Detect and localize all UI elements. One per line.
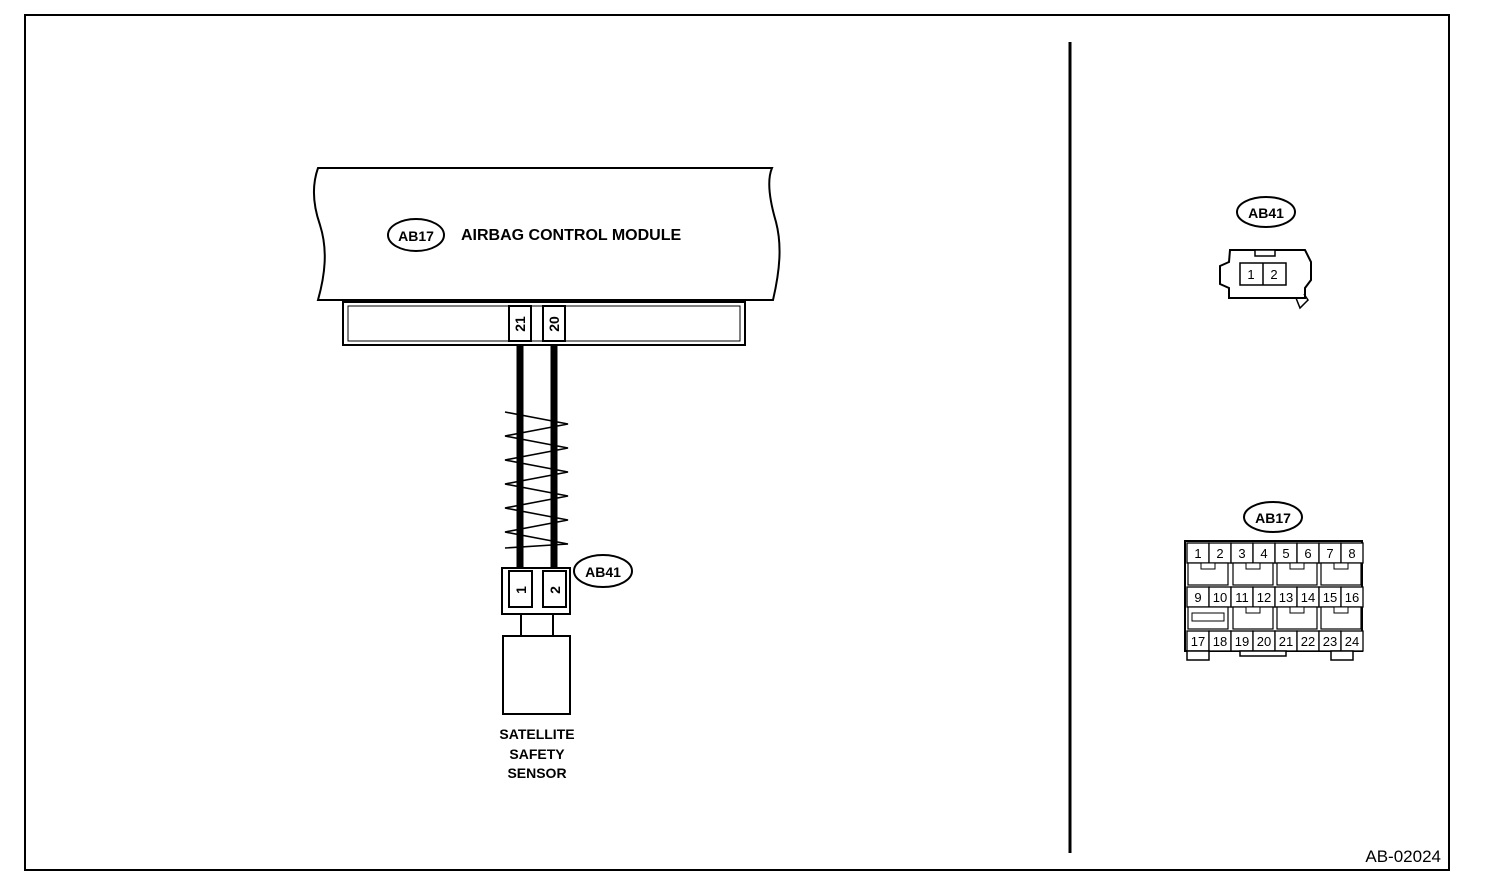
sensor-terminal-1	[508, 570, 533, 608]
ab17-pin-15: 15	[1323, 590, 1337, 605]
ab17-pin-24: 24	[1345, 634, 1359, 649]
sensor-name-line-3: SENSOR	[507, 765, 566, 781]
sensor-tag: AB41	[585, 564, 621, 580]
ab41-view-pin-1: 1	[1247, 267, 1254, 282]
ab17-pin-8: 8	[1348, 546, 1355, 561]
sensor-terminal-2-label: 2	[547, 586, 563, 594]
ab17-pin-11: 11	[1235, 590, 1249, 605]
ab17-pin-4: 4	[1260, 546, 1267, 561]
ab17-pin-22: 22	[1301, 634, 1315, 649]
module-terminal-20	[542, 305, 566, 342]
airbag-control-module: AB17 AIRBAG CONTROL MODULE	[313, 167, 781, 301]
ab41-view-pin-2: 2	[1270, 267, 1277, 282]
ab17-pin-2: 2	[1216, 546, 1223, 561]
ab17-pin-12: 12	[1257, 590, 1271, 605]
twisted-pair-marking	[504, 411, 569, 549]
sensor-body	[502, 635, 571, 715]
sensor-name-line-1: SATELLITE	[499, 726, 574, 742]
ab17-pin-18: 18	[1213, 634, 1227, 649]
ab41-view-tag: AB41	[1248, 205, 1284, 221]
ab17-pin-16: 16	[1345, 590, 1359, 605]
ab17-pin-13: 13	[1279, 590, 1293, 605]
module-connector: 21 20	[342, 301, 746, 346]
ab17-pin-17: 17	[1191, 634, 1205, 649]
sensor-terminal-1-label: 1	[513, 586, 529, 594]
sensor-neck	[520, 613, 554, 637]
sensor-name-line-2: SAFETY	[509, 746, 565, 762]
ab17-pin-19: 19	[1235, 634, 1249, 649]
module-terminal-21-label: 21	[512, 316, 528, 332]
sensor-terminal-2	[542, 570, 567, 608]
ab17-pin-5: 5	[1282, 546, 1289, 561]
module-name: AIRBAG CONTROL MODULE	[461, 227, 681, 244]
ab17-pin-23: 23	[1323, 634, 1337, 649]
sensor-connector: 1 2	[501, 567, 571, 615]
ab17-view-tag: AB17	[1255, 510, 1291, 526]
ab17-pin-1: 1	[1194, 546, 1201, 561]
ab17-pin-9: 9	[1194, 590, 1201, 605]
ab41-connector-view: AB41 1 2	[1219, 196, 1312, 310]
ab17-pin-6: 6	[1304, 546, 1311, 561]
sensor-tag-oval	[573, 554, 633, 588]
ab17-pin-3: 3	[1238, 546, 1245, 561]
module-tag-oval	[387, 218, 445, 252]
module-terminal-21	[508, 305, 532, 342]
diagram-frame	[24, 14, 1450, 871]
ab17-pin-14: 14	[1301, 590, 1315, 605]
module-terminal-20-label: 20	[546, 316, 562, 332]
module-tag: AB17	[398, 228, 434, 244]
ab17-pin-10: 10	[1213, 590, 1227, 605]
ab17-pin-21: 21	[1279, 634, 1293, 649]
ab17-pin-7: 7	[1326, 546, 1333, 561]
figure-id: AB-02024	[1365, 847, 1441, 866]
ab17-pin-20: 20	[1257, 634, 1271, 649]
